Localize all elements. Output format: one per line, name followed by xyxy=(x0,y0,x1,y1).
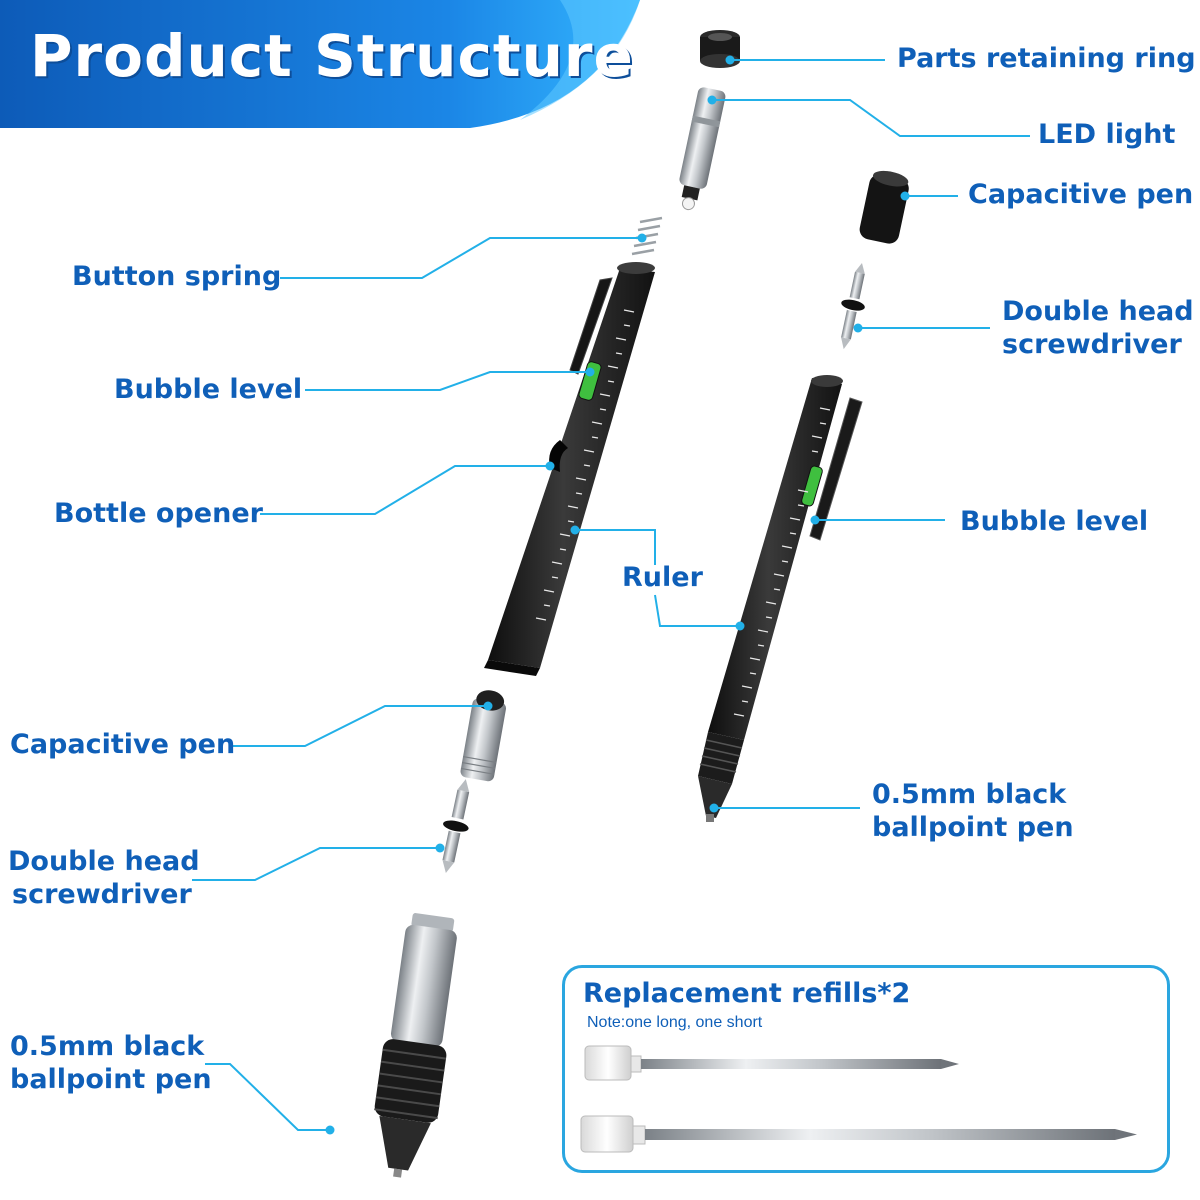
label-double-head-right-1: Double head xyxy=(1002,296,1194,327)
label-capacitive-pen-left: Capacitive pen xyxy=(10,729,236,760)
refills-title: Replacement refills*2 xyxy=(583,978,911,1009)
label-double-head-right-2: screwdriver xyxy=(1002,329,1182,360)
retaining-ring-part xyxy=(700,30,740,68)
label-bubble-level-right: Bubble level xyxy=(960,506,1149,537)
banner-shape xyxy=(0,0,640,128)
leader-lines xyxy=(192,59,1030,1131)
page-title: Product Structure xyxy=(30,22,634,90)
left-ballpoint-part xyxy=(374,913,457,1178)
long-refill xyxy=(580,1115,1137,1153)
refills-illustration xyxy=(580,1045,1137,1153)
short-refill xyxy=(584,1045,959,1081)
label-ballpoint-right-2: ballpoint pen xyxy=(872,812,1074,843)
label-bubble-level-left: Bubble level xyxy=(114,374,303,405)
right-screwdriver-part xyxy=(841,263,865,350)
label-capacitive-pen-right: Capacitive pen xyxy=(968,179,1194,210)
left-screwdriver-part xyxy=(442,779,470,874)
label-double-head-left-1: Double head xyxy=(8,846,200,877)
label-button-spring: Button spring xyxy=(72,261,282,292)
title-banner: Product Structure xyxy=(0,0,640,130)
right-capacitive-cap xyxy=(859,170,909,244)
button-spring-part xyxy=(631,216,663,256)
leader-dots xyxy=(325,55,910,1135)
led-light-part xyxy=(679,87,726,211)
label-parts-retaining-ring: Parts retaining ring xyxy=(897,43,1196,74)
label-ballpoint-right-1: 0.5mm black xyxy=(872,779,1067,810)
refills-note: Note:one long, one short xyxy=(587,1014,763,1031)
replacement-refills-panel: Replacement refills*2 Note:one long, one… xyxy=(562,965,1170,1173)
label-double-head-left-2: screwdriver xyxy=(12,879,192,910)
label-led-light: LED light xyxy=(1038,119,1176,150)
label-bottle-opener: Bottle opener xyxy=(54,498,263,529)
label-ruler: Ruler xyxy=(622,562,703,593)
right-pen-body xyxy=(698,375,863,822)
label-ballpoint-left-1: 0.5mm black xyxy=(10,1031,205,1062)
label-ballpoint-left-2: ballpoint pen xyxy=(10,1064,212,1095)
left-capacitive-pen-part xyxy=(460,690,507,782)
left-pen-body xyxy=(484,262,655,676)
